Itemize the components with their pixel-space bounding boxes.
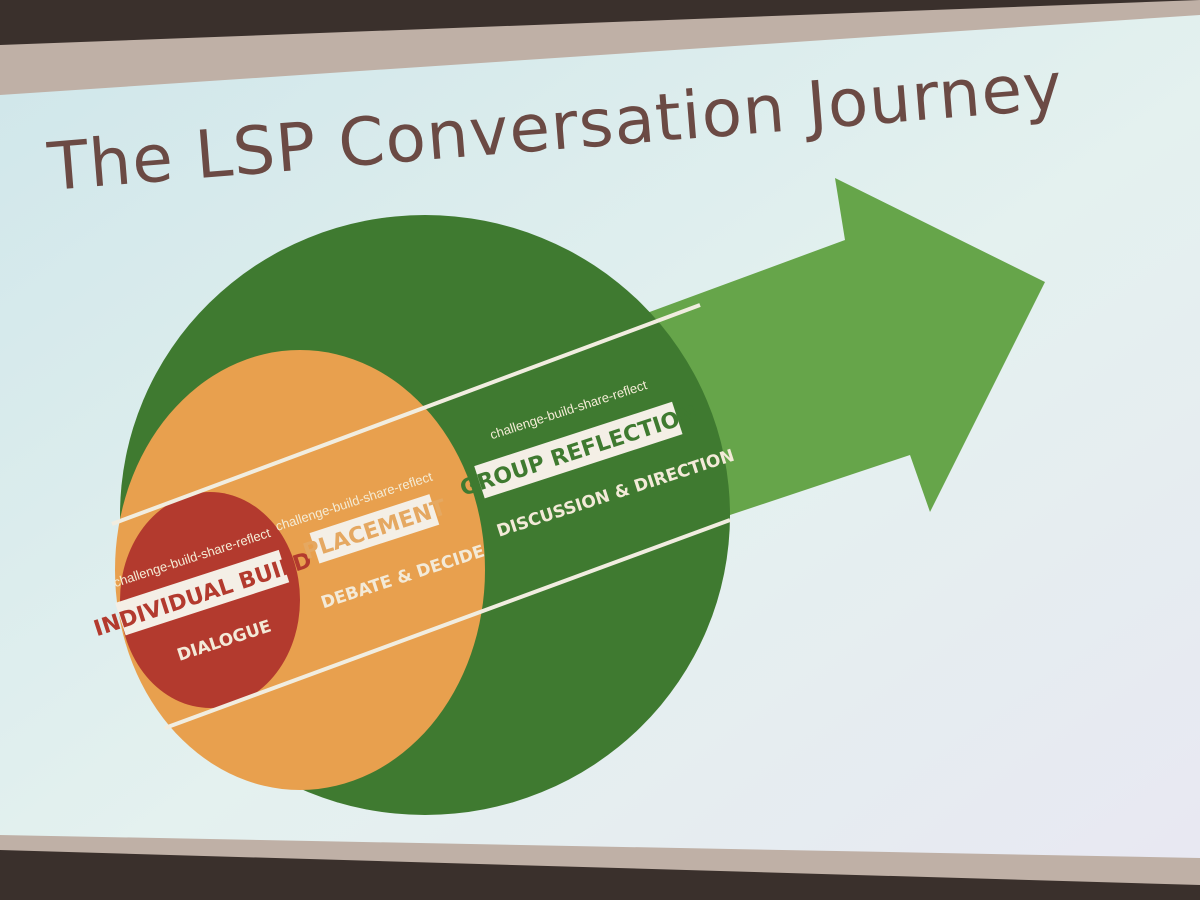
individual-label-box (115, 549, 290, 636)
band-line-bottom (164, 518, 731, 730)
placement-label-box (309, 494, 440, 564)
band-line-top (111, 303, 701, 526)
group-label-box (474, 401, 683, 499)
